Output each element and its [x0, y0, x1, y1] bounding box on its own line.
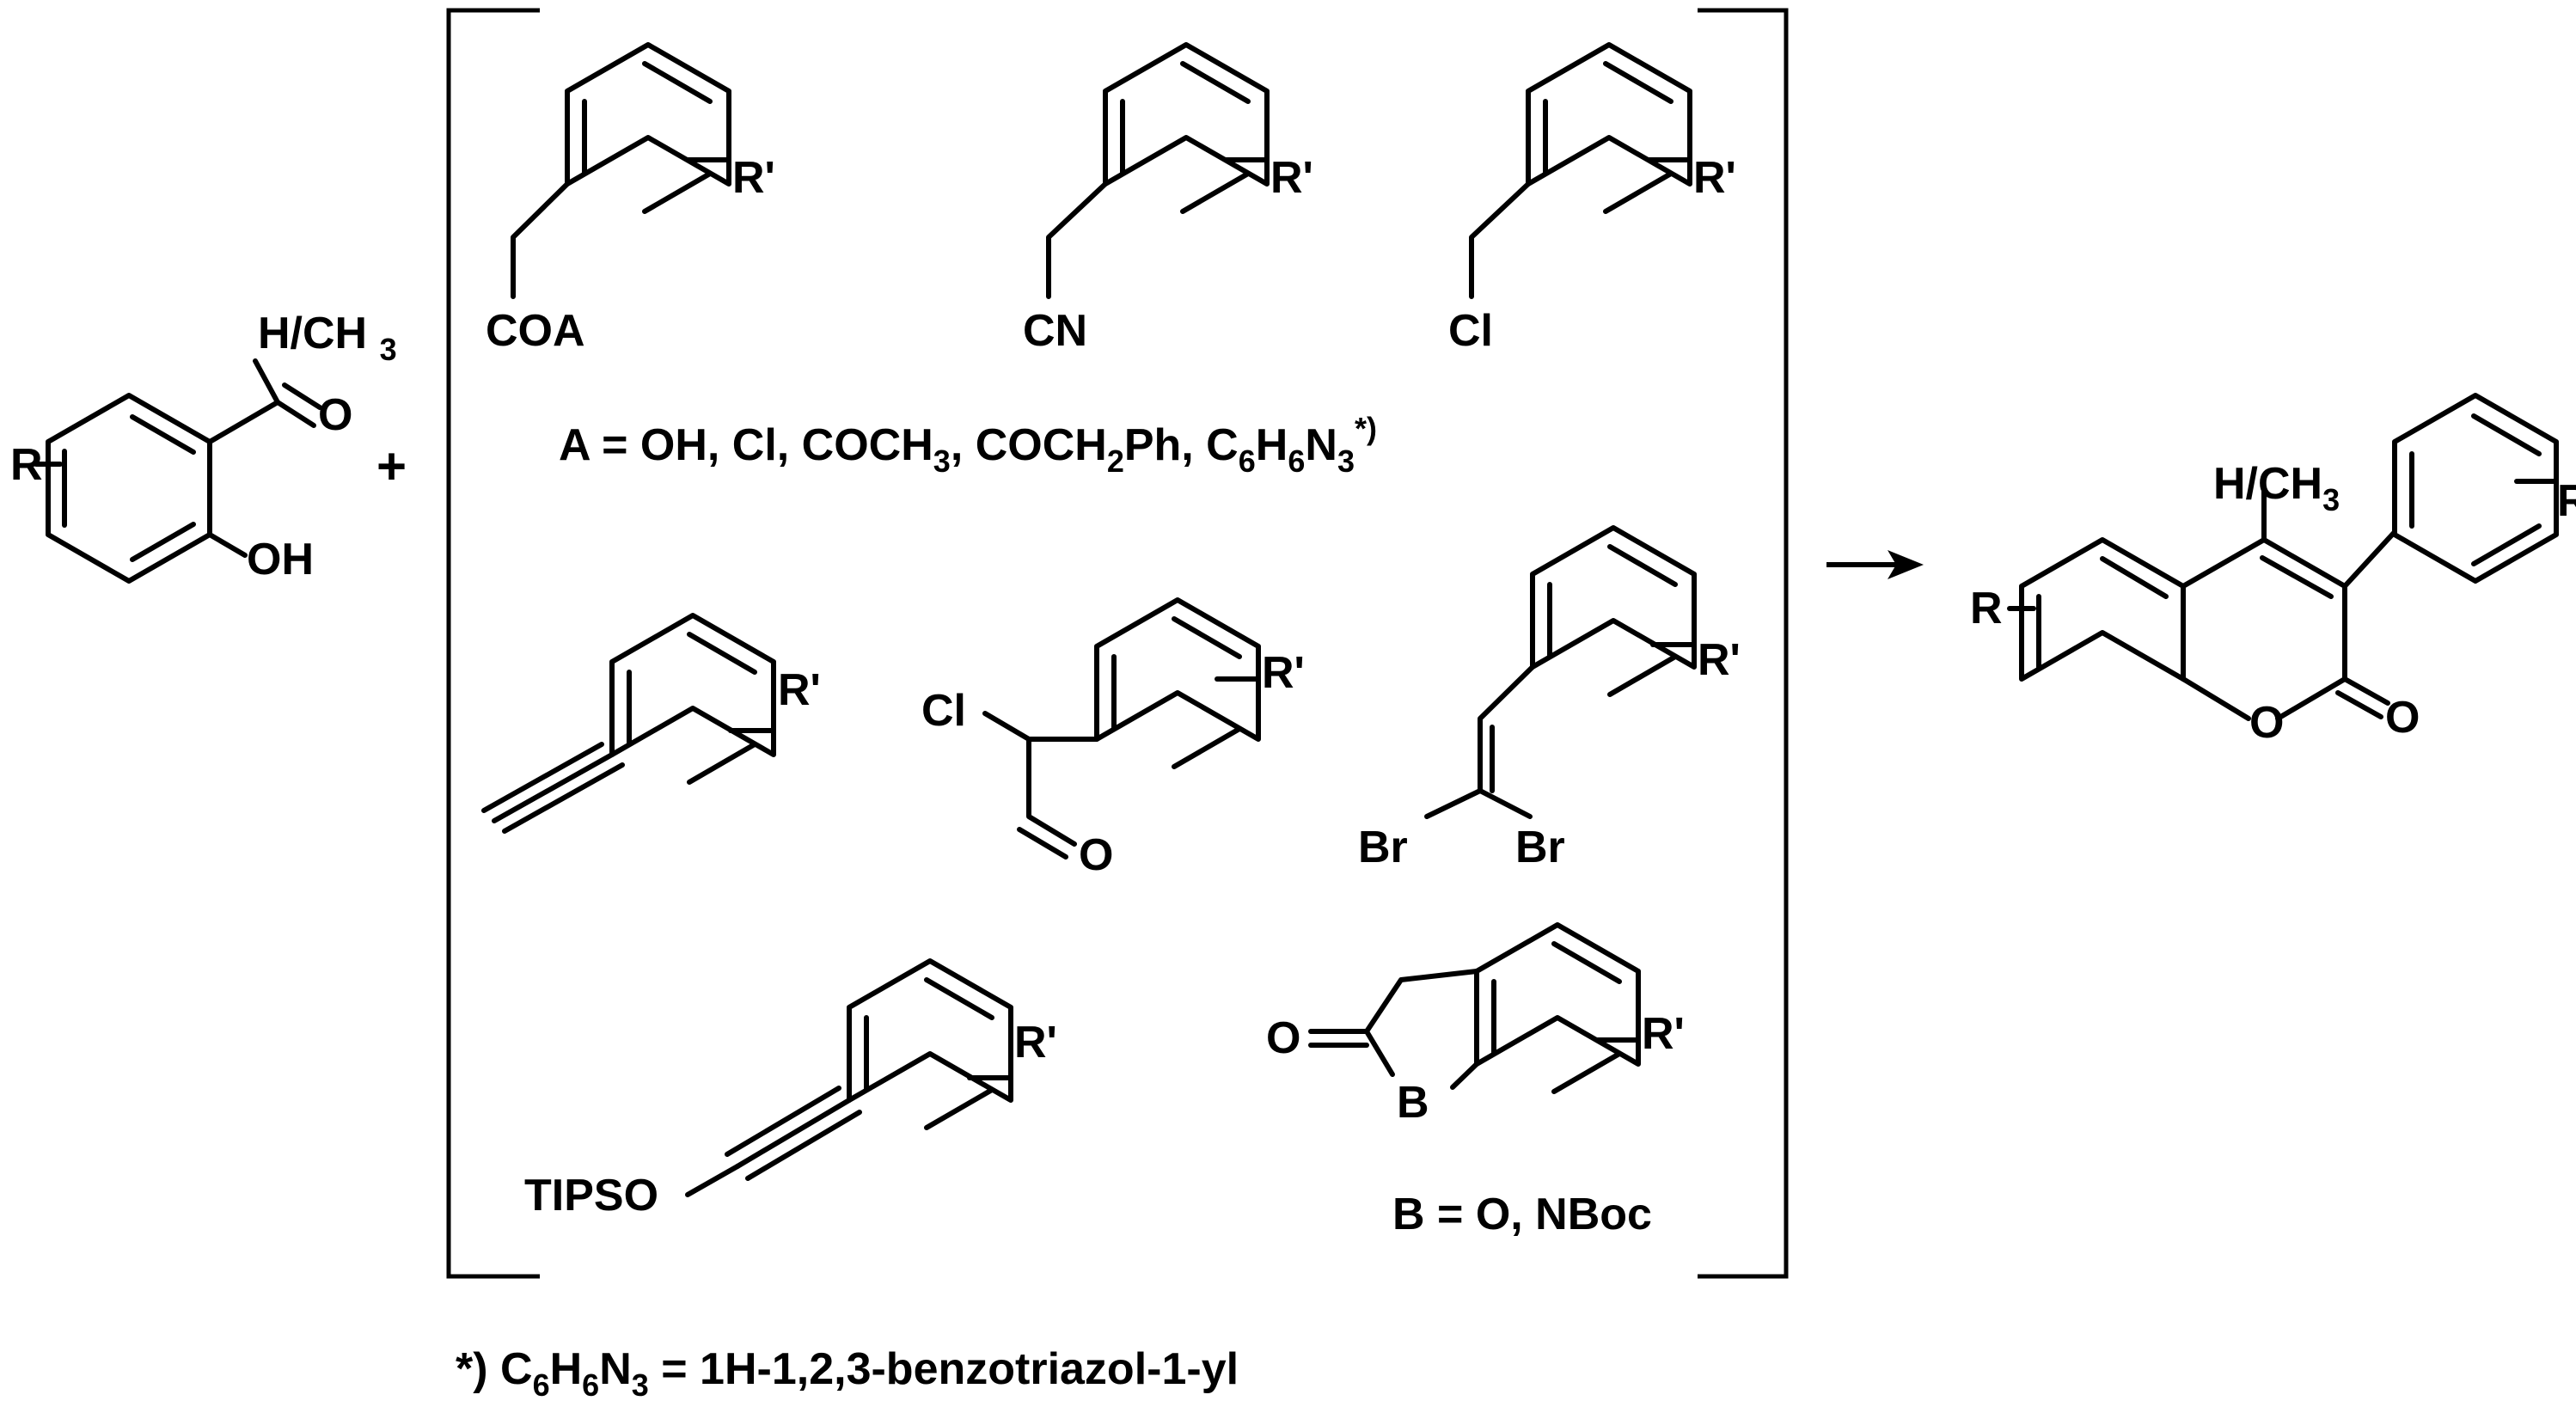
product-r-prime-label: R': [2557, 476, 2576, 526]
left-bracket: [446, 8, 540, 1279]
reagent-benzyl-chloride: R' Cl: [1448, 42, 1736, 356]
product-carbonyl-o-label: O: [2385, 693, 2420, 743]
aldehyde-o-label: O: [1079, 830, 1113, 880]
reagent-chloro-aldehyde: R' Cl O: [921, 597, 1305, 880]
product-r-label: R: [1970, 584, 2003, 633]
reagent-ethynylbenzene: R': [481, 613, 821, 834]
reaction-arrow: [1826, 550, 1924, 579]
reagent-benzyl-cyanide: R' CN: [1023, 42, 1313, 356]
vinyl-r-prime-label: R': [1698, 635, 1741, 685]
reagent-arylacetyl: R' COA: [486, 42, 775, 356]
hydroxyl-label: OH: [247, 535, 314, 584]
carbonyl-substituent-label: H/CH 3: [258, 309, 397, 367]
right-bracket: [1698, 8, 1789, 1279]
aldehyde-cl-label: Cl: [921, 686, 966, 736]
lactone-b-label: B: [1397, 1078, 1429, 1128]
coa-label: COA: [486, 306, 585, 356]
bromo-2-label: Br: [1515, 823, 1565, 872]
a-definition: A = OH, Cl, COCH3, COCH2Ph, C6H6N3*): [559, 411, 1377, 479]
tipso-label: TIPSO: [524, 1171, 658, 1220]
aryl-r-prime-label: R': [732, 153, 775, 203]
carbonyl-oxygen-label: O: [318, 390, 352, 440]
footnote: *) C6H6N3 = 1H-1,2,3-benzotriazol-1-yl: [456, 1344, 1239, 1403]
reactant-bonds: [34, 358, 322, 584]
reagent-tipso-alkyne: R' TIPSO: [524, 958, 1057, 1220]
reagent-lactone: R' O B: [1266, 922, 1685, 1128]
r-substituent-label: R: [10, 440, 43, 490]
cl-label: Cl: [1448, 306, 1493, 356]
reactant-hydroxyaryl-carbonyl: H/CH 3 O OH R: [10, 309, 397, 584]
aldehyde-r-prime-label: R': [1262, 648, 1305, 698]
lactone-r-prime-label: R': [1642, 1009, 1685, 1059]
plus-sign: +: [376, 437, 407, 495]
ethynyl-r-prime-label: R': [778, 665, 821, 715]
product-c4-label: H/CH3: [2213, 459, 2340, 517]
tipso-r-prime-label: R': [1014, 1018, 1057, 1067]
reagent-dibromovinyl: R' Br Br: [1358, 525, 1741, 872]
lactone-o-label: O: [1266, 1013, 1300, 1063]
cn-label: CN: [1023, 306, 1087, 356]
cyanide-r-prime-label: R': [1270, 153, 1313, 203]
chloride-r-prime-label: R': [1693, 153, 1736, 203]
b-definition: B = O, NBoc: [1392, 1190, 1652, 1239]
bromo-1-label: Br: [1358, 823, 1408, 872]
product-ring-o-label: O: [2249, 698, 2284, 748]
product-coumarin: H/CH3 R' R O O: [1970, 393, 2576, 748]
